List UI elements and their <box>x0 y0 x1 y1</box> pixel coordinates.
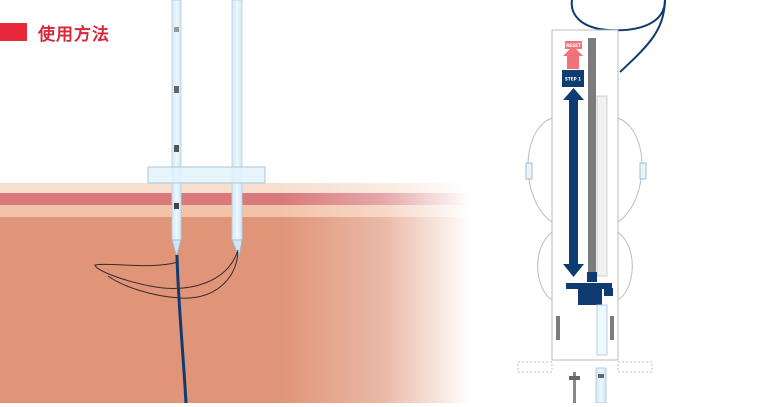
plunger-side <box>604 288 613 296</box>
left-needle-mark <box>174 86 179 93</box>
left-needle-tip <box>171 239 182 258</box>
reset-label: RESET <box>566 43 581 48</box>
device-base <box>517 361 653 373</box>
left-needle-mark <box>174 203 179 209</box>
right-needle-tip <box>231 239 243 259</box>
side-mark <box>556 316 560 340</box>
accent-bar <box>0 23 27 41</box>
flange-clip-left <box>525 162 533 180</box>
left-needle <box>171 0 182 258</box>
device-rail <box>588 38 596 274</box>
skin-cross-section <box>0 180 470 403</box>
flange-clip-right <box>639 162 647 180</box>
reset-arrow-up-icon <box>563 46 583 56</box>
device-cable <box>570 0 666 32</box>
travel-arrow-up-icon <box>563 88 584 100</box>
device-window <box>596 95 608 277</box>
step-label: STEP 1 <box>565 77 581 82</box>
left-needle-mark <box>174 27 179 32</box>
device-flange-right <box>617 231 633 301</box>
reset-arrow-shaft <box>567 55 579 69</box>
left-needle-mark <box>174 145 179 152</box>
device-needle-sleeve <box>596 304 608 356</box>
step-badge: STEP 1 <box>562 70 584 87</box>
right-needle-shaft <box>231 0 243 241</box>
device-cable <box>619 0 666 73</box>
injector-device <box>517 0 666 404</box>
travel-arrow-down-icon <box>563 264 584 277</box>
side-mark <box>610 316 614 340</box>
right-needle <box>231 0 243 259</box>
reset-badge: RESET <box>565 41 582 49</box>
device-flange-left <box>537 231 553 301</box>
device-lower-housing <box>551 300 619 360</box>
device-needle-mark <box>598 374 604 378</box>
device-needle-out <box>595 367 607 404</box>
device-body <box>551 29 619 361</box>
device-thin-needle <box>573 372 576 403</box>
navy-thread <box>175 254 188 404</box>
guide-plate <box>147 166 266 184</box>
plunger-top <box>587 272 597 282</box>
travel-arrow-shaft <box>569 97 578 267</box>
skin-fade-overlay <box>280 180 470 403</box>
device-flange-right <box>617 117 643 223</box>
device-needle-collar <box>569 376 580 380</box>
plunger-block <box>578 289 602 305</box>
section-title: 使用方法 <box>38 24 110 45</box>
plunger-bar <box>566 283 612 289</box>
section-header: 使用方法 <box>0 21 110 45</box>
